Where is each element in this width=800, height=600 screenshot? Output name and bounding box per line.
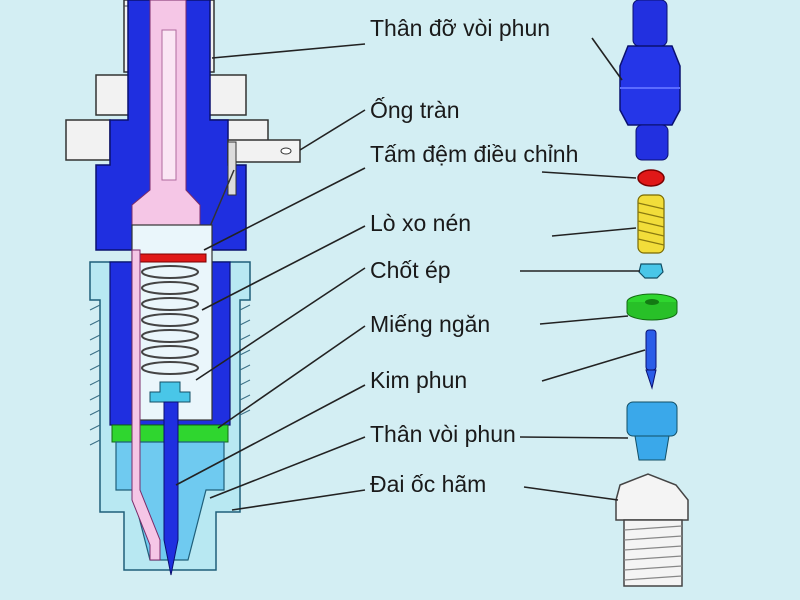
leader-nut-left [231, 489, 366, 511]
spring-coils [141, 265, 199, 375]
shim-exploded [637, 169, 665, 187]
fuel-bore [161, 29, 177, 181]
label-nozzle-holder-body: Thân đỡ vòi phun [370, 15, 551, 41]
label-needle: Kim phun [370, 367, 468, 393]
pin-cross [149, 381, 191, 403]
holder-body-exploded [619, 0, 681, 161]
leader-pin-left [195, 267, 366, 381]
leader-nut-right [523, 486, 619, 501]
leader-needle-left [175, 384, 366, 486]
leader-needle-right [541, 349, 646, 382]
leader-lines [175, 37, 646, 511]
leader-holder-left [211, 43, 366, 59]
left-thread-marks [89, 304, 101, 446]
retaining-nut-exploded [615, 473, 689, 587]
overflow-pipe-shape [227, 139, 301, 196]
label-nozzle-body: Thân vòi phun [370, 421, 516, 447]
spring-exploded [637, 194, 665, 254]
spacer-exploded [626, 293, 678, 321]
leader-spring-left [201, 225, 366, 311]
needle-exploded [645, 329, 657, 390]
label-overflow-pipe: Ống tràn [370, 97, 460, 123]
label-spacer: Miếng ngăn [370, 311, 491, 337]
label-adjusting-shim: Tấm đệm điều chỉnh [370, 141, 579, 167]
leader-nozzle-left [209, 436, 366, 499]
nozzle-body-exploded [626, 401, 678, 461]
label-retaining-nut: Đai ốc hãm [370, 471, 487, 497]
left-lug [65, 119, 111, 161]
needle-cross [163, 401, 179, 576]
right-thread-marks [239, 304, 251, 416]
leader-overflow [299, 109, 366, 151]
leader-holder-right [591, 37, 623, 81]
label-compression-spring: Lò xo nén [370, 210, 472, 236]
leader-spacer-right [539, 315, 629, 325]
leader-spacer-left [217, 325, 366, 429]
leader-spring-right [551, 227, 637, 237]
shim-cross [135, 253, 207, 263]
nozzle-fuel-path [131, 249, 161, 561]
leader-shim-right [541, 171, 637, 179]
label-pressure-pin: Chốt ép [370, 257, 451, 283]
leader-nozzle-right [519, 436, 629, 439]
leader-shim-left [203, 167, 366, 251]
pin-exploded [638, 263, 664, 279]
